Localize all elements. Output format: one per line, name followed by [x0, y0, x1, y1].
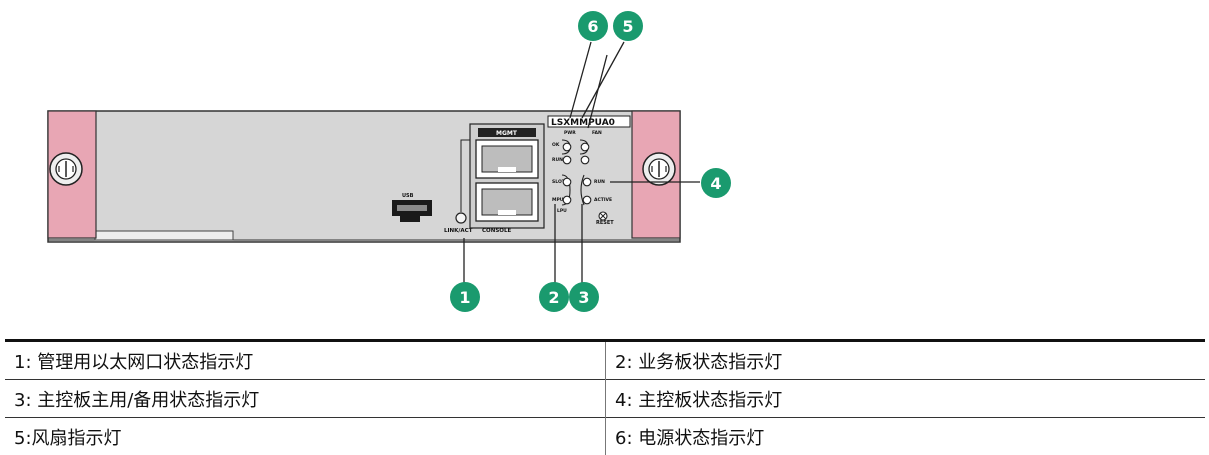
panel-bottom-rail — [95, 231, 233, 240]
legend-row: 3: 主控板主用/备用状态指示灯 4: 主控板状态指示灯 — [5, 380, 1205, 418]
pwr-label: PWR — [564, 130, 576, 136]
legend-item-3: 3: 主控板主用/备用状态指示灯 — [5, 380, 606, 418]
svg-text:6: 6 — [587, 17, 598, 36]
callout-5: 5 — [613, 11, 643, 41]
svg-text:5: 5 — [622, 17, 633, 36]
callout-3: 3 — [569, 282, 599, 312]
legend-table: 1: 管理用以太网口状态指示灯 2: 业务板状态指示灯 3: 主控板主用/备用状… — [5, 339, 1205, 455]
console-label: CONSOLE — [482, 228, 511, 234]
fan-led-icon — [581, 143, 589, 151]
reset-button-icon — [599, 212, 607, 220]
legend-item-6: 6: 电源状态指示灯 — [606, 418, 1206, 455]
link-act-label: LINK/ACT — [444, 228, 473, 234]
callout-2: 2 — [539, 282, 569, 312]
slot-led-icon — [563, 178, 571, 186]
svg-text:2: 2 — [548, 288, 559, 307]
console-port-icon — [476, 183, 538, 221]
rj45-port-block: MGMT — [470, 124, 544, 228]
callout-1: 1 — [450, 282, 480, 312]
front-panel — [48, 111, 680, 242]
board-run-led-icon — [583, 178, 591, 186]
fan-label: FAN — [592, 130, 602, 136]
run-led-icon — [581, 156, 589, 164]
mgmt-port-icon — [476, 140, 538, 178]
svg-text:4: 4 — [710, 174, 721, 193]
callout-4: 4 — [701, 168, 731, 198]
legend-item-4: 4: 主控板状态指示灯 — [606, 380, 1206, 418]
active-led-icon — [583, 196, 591, 204]
right-captive-screw-icon — [643, 153, 675, 185]
legend-item-1: 1: 管理用以太网口状态指示灯 — [5, 341, 606, 380]
mpu-led-icon — [563, 196, 571, 204]
callout-6: 6 — [578, 11, 608, 41]
mgmt-label: MGMT — [496, 130, 518, 137]
board-diagram: USB LINK/ACT MGMT CONSOLE LSXMMPUA0 PWR … — [0, 0, 1209, 340]
legend-row: 1: 管理用以太网口状态指示灯 2: 业务板状态指示灯 — [5, 341, 1205, 380]
legend-item-5: 5:风扇指示灯 — [5, 418, 606, 455]
ok-label: OK — [552, 142, 560, 148]
usb-label: USB — [402, 193, 414, 199]
legend-row: 5:风扇指示灯 6: 电源状态指示灯 — [5, 418, 1205, 455]
svg-text:3: 3 — [578, 288, 589, 307]
lpu-label: LPU — [557, 208, 567, 214]
svg-text:1: 1 — [459, 288, 470, 307]
active-label: ACTIVE — [594, 197, 612, 203]
pwr-led-icon — [563, 143, 571, 151]
model-label: LSXMMPUA0 — [551, 118, 615, 128]
left-captive-screw-icon — [50, 153, 82, 185]
ok-led-icon — [563, 156, 571, 164]
mpu-label: MPU — [552, 197, 564, 203]
reset-label: RESET — [596, 220, 614, 226]
run-label-2: RUN — [594, 179, 605, 185]
legend-item-2: 2: 业务板状态指示灯 — [606, 341, 1206, 380]
run-label: RUN — [552, 157, 563, 163]
